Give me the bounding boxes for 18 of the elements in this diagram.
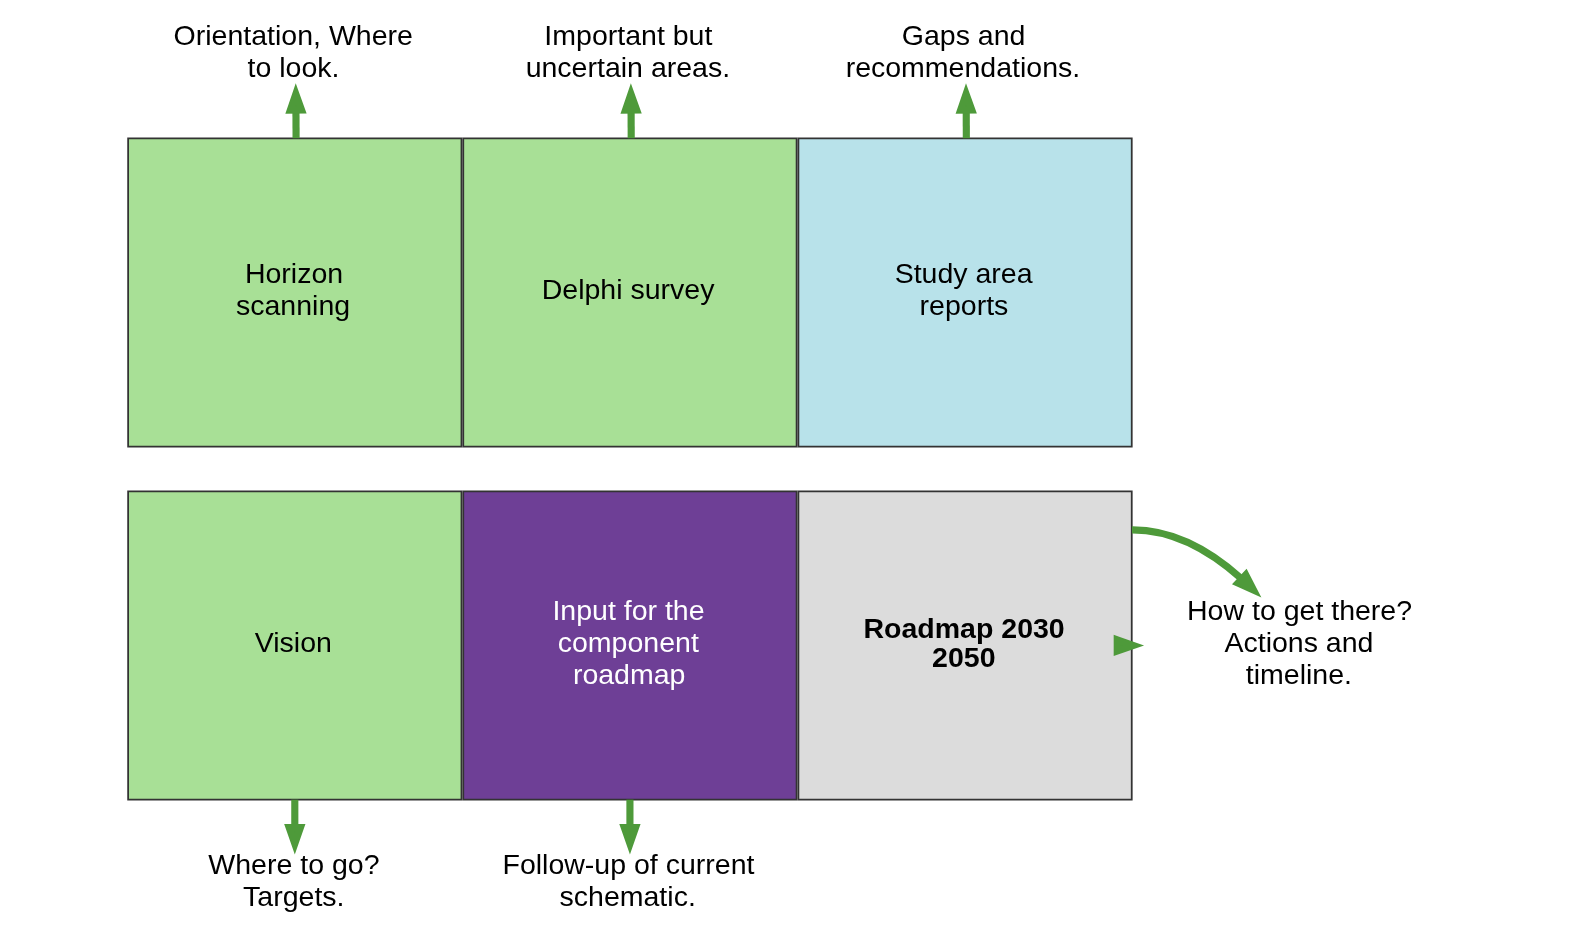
arrow xyxy=(1131,526,1262,598)
node-box: Input for the component roadmap xyxy=(462,490,798,801)
node-text: Gaps and recommendations. xyxy=(845,19,1081,84)
node-text: Important but uncertain areas. xyxy=(525,19,731,84)
node-text: Follow-up of current schematic. xyxy=(502,848,755,913)
node-box: Study area reports xyxy=(797,137,1133,448)
arrow xyxy=(620,83,642,139)
node-box: Delphi survey xyxy=(462,137,798,448)
node-text: Orientation, Where to look. xyxy=(173,19,413,84)
node-box: Vision xyxy=(127,490,463,801)
arrow xyxy=(284,799,306,855)
node-text: Where to go? Targets. xyxy=(208,848,380,913)
arrow xyxy=(955,83,977,139)
arrow xyxy=(1113,634,1145,657)
arrow xyxy=(285,83,307,139)
node-box: Horizon scanning xyxy=(127,137,463,448)
node-text: How to get there? Actions and timeline. xyxy=(1187,594,1413,691)
arrow xyxy=(619,799,641,855)
